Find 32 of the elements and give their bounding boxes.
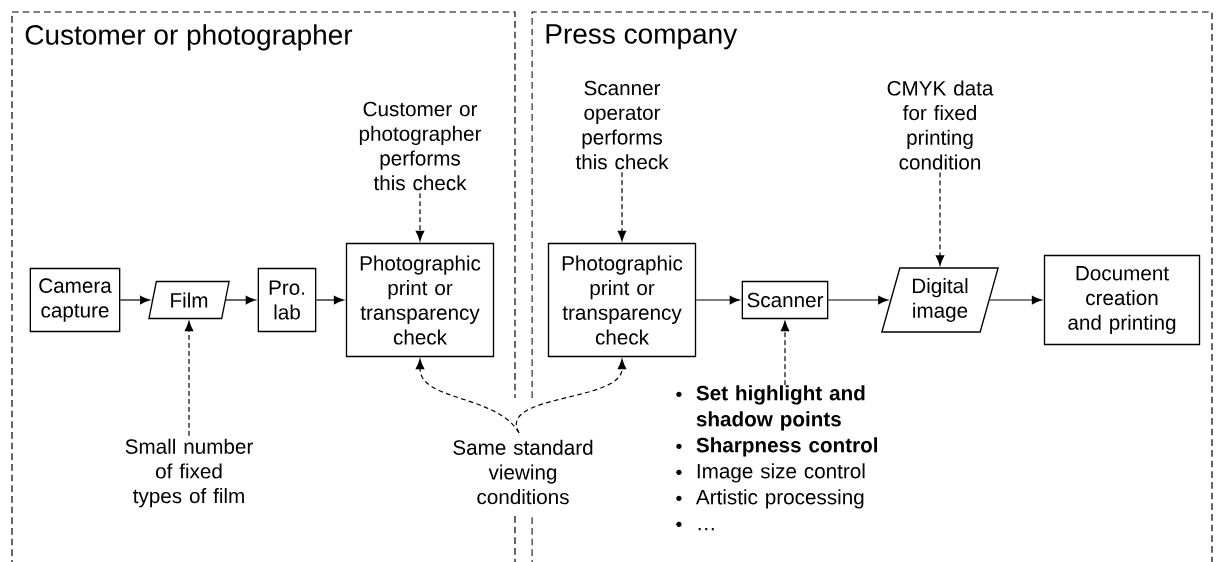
arrow	[695, 295, 740, 305]
arrow	[515, 358, 627, 434]
arrow	[617, 171, 627, 242]
arrow	[315, 295, 345, 305]
arrow	[119, 295, 151, 305]
annotation-text: CMYK data for fixed printing condition	[887, 80, 994, 170]
process-box: Camera capture	[29, 267, 121, 333]
arrow	[935, 171, 945, 266]
node-label: Set highlight and shadow points	[696, 385, 865, 431]
node-label: …	[698, 528, 714, 531]
annotation-text: Scanner operator performs this check	[575, 80, 669, 170]
process-box: Photographic print or transparency check	[345, 242, 495, 358]
data-parallelogram: Digital image	[881, 267, 999, 333]
bullet-list: Set highlight and shadow points Sharpness control Image size control Artistic processing …	[676, 385, 878, 531]
arrow	[827, 295, 889, 305]
node-label: Artistic processing	[695, 489, 864, 509]
data-parallelogram: Film	[148, 280, 230, 320]
arrow	[415, 192, 425, 242]
node-label: Sharpness control	[696, 437, 878, 457]
arrow	[780, 320, 790, 386]
process-box: Document creation and printing	[1043, 254, 1201, 346]
annotation-text: Customer or photographer performs this check	[359, 101, 482, 191]
process-box: Scanner	[741, 280, 829, 320]
annotation-text: Same standard viewing conditions	[453, 439, 593, 505]
arrow	[989, 295, 1043, 305]
arrow	[184, 320, 194, 437]
process-box: Photographic print or transparency check	[547, 242, 697, 358]
arrow	[415, 358, 520, 434]
node-label: Image size control	[697, 463, 865, 483]
annotation-text: Small number of fixed types of film	[125, 438, 253, 508]
arrow	[225, 295, 256, 305]
process-box: Pro. lab	[257, 267, 317, 333]
